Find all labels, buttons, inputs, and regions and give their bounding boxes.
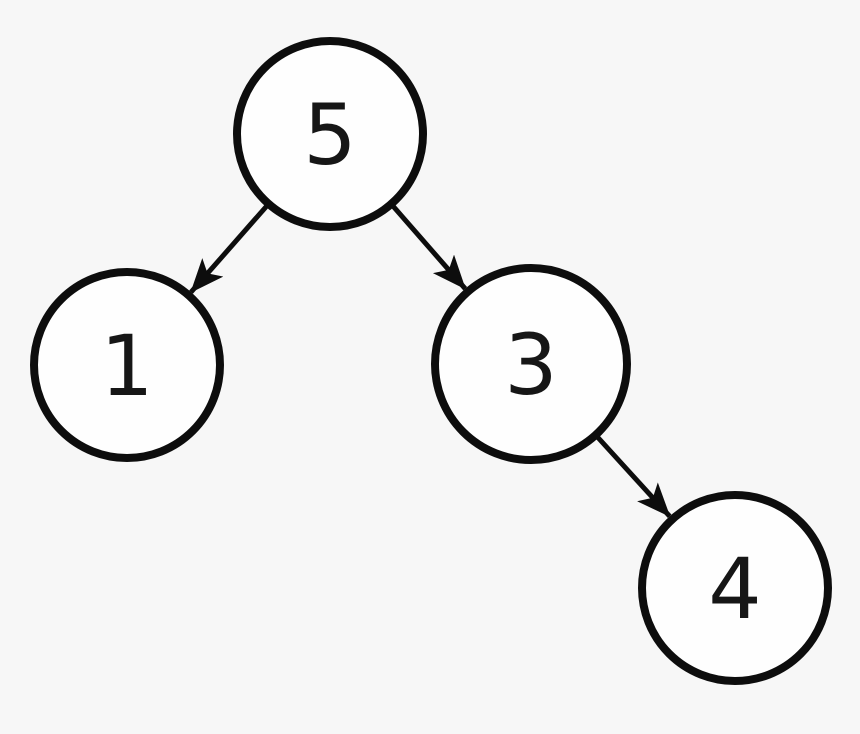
node-label-1: 1 (100, 317, 153, 415)
edge-5-to-3 (387, 200, 468, 291)
tree-node-4: 4 (638, 491, 832, 685)
node-label-4: 4 (708, 540, 761, 638)
node-circle-5 (233, 37, 427, 231)
node-circle-4 (638, 491, 832, 685)
edge-3-to-4 (592, 431, 672, 518)
node-label-5: 5 (303, 86, 356, 184)
node-label-3: 3 (504, 316, 557, 414)
node-circle-1 (30, 268, 224, 462)
tree-node-5: 5 (233, 37, 427, 231)
edge-5-to-1 (189, 200, 272, 294)
node-circle-3 (431, 264, 631, 464)
tree-node-1: 1 (30, 268, 224, 462)
tree-node-3: 3 (431, 264, 631, 464)
